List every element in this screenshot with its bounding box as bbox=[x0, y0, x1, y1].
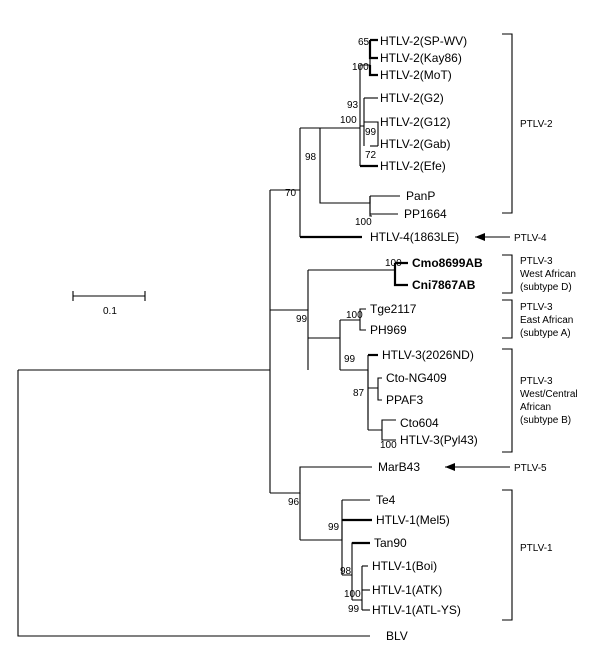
taxon-label: Tge2117 bbox=[370, 302, 417, 316]
taxon-label: Cto604 bbox=[400, 416, 439, 430]
branch-p1c bbox=[352, 566, 363, 610]
arrow-ptlv5-head bbox=[445, 463, 455, 471]
branch-root bbox=[17, 370, 370, 637]
taxon-label: HTLV-3(2026ND) bbox=[382, 348, 474, 362]
taxon-label: HTLV-1(ATK) bbox=[372, 583, 442, 597]
bootstrap-value: 100 bbox=[385, 258, 402, 269]
taxon-label: HTLV-3(Pyl43) bbox=[400, 433, 478, 447]
bootstrap-value: 100 bbox=[352, 62, 369, 73]
taxon-label: Te4 bbox=[376, 493, 396, 507]
group-label-ptlv2: PTLV-2 bbox=[520, 119, 553, 130]
branch-sp-wv bbox=[368, 38, 378, 60]
bootstrap-value: 93 bbox=[347, 100, 359, 111]
group-label-ptlv5: PTLV-5 bbox=[514, 463, 547, 474]
bootstrap-value: 72 bbox=[365, 150, 377, 161]
bootstrap-value: 98 bbox=[340, 566, 352, 577]
taxon-label: Cni7867AB bbox=[412, 278, 476, 292]
group-label-ptlv3-west: PTLV-3 West African (subtype D) bbox=[520, 256, 579, 293]
bootstrap-value: 99 bbox=[328, 522, 340, 533]
taxon-label: HTLV-4(1863LE) bbox=[370, 230, 459, 244]
bracket-ptlv3-east bbox=[502, 299, 513, 339]
taxon-label: Cto-NG409 bbox=[386, 371, 447, 385]
group-annotations: PTLV-2 PTLV-4 PTLV-3 West African (subty… bbox=[445, 33, 580, 621]
taxon-label: HTLV-2(Efe) bbox=[380, 159, 446, 173]
bootstrap-value: 65 bbox=[358, 37, 370, 48]
bracket-ptlv3-west bbox=[502, 254, 513, 294]
taxon-label: Tan90 bbox=[374, 536, 407, 550]
group-label-ptlv1: PTLV-1 bbox=[520, 543, 553, 554]
taxon-label: HTLV-2(Gab) bbox=[380, 137, 450, 151]
bootstrap-value: 98 bbox=[305, 152, 317, 163]
bootstrap-values: 65 100 93 99 72 100 98 100 70 100 100 99… bbox=[285, 37, 402, 615]
bracket-ptlv2 bbox=[502, 33, 513, 214]
taxon-label: PanP bbox=[406, 189, 435, 203]
taxon-label: HTLV-2(MoT) bbox=[380, 68, 452, 82]
bootstrap-value: 100 bbox=[346, 310, 363, 321]
taxon-label: PH969 bbox=[370, 323, 407, 337]
branch-cto-node bbox=[368, 377, 382, 401]
bootstrap-value: 100 bbox=[344, 589, 361, 600]
taxon-label: PPAF3 bbox=[386, 393, 423, 407]
taxon-label: PP1664 bbox=[404, 207, 447, 221]
taxon-label: HTLV-2(SP-WV) bbox=[380, 34, 467, 48]
taxon-label: HTLV-2(G12) bbox=[380, 115, 450, 129]
bracket-ptlv1 bbox=[502, 489, 513, 621]
branch-g12 bbox=[364, 121, 379, 146]
group-label-ptlv3-central: PTLV-3 West/Central African (subtype B) bbox=[520, 376, 580, 426]
bootstrap-value: 70 bbox=[285, 188, 297, 199]
bootstrap-value: 100 bbox=[355, 217, 372, 228]
tree-branches bbox=[17, 38, 408, 637]
branch-tge-node bbox=[340, 308, 366, 331]
bootstrap-value: 99 bbox=[348, 604, 360, 615]
branch-panp-node bbox=[369, 195, 400, 217]
taxon-label: HTLV-2(G2) bbox=[380, 91, 444, 105]
group-label-ptlv3-east: PTLV-3 East African (subtype A) bbox=[520, 302, 576, 339]
branch-mot bbox=[368, 65, 378, 77]
branch-g-node bbox=[360, 98, 365, 146]
bootstrap-value: 99 bbox=[296, 314, 308, 325]
branch-p3a-node bbox=[393, 261, 408, 287]
branch-cto604-node bbox=[368, 419, 396, 441]
taxon-labels: HTLV-2(SP-WV) HTLV-2(Kay86) HTLV-2(MoT) … bbox=[370, 34, 483, 643]
taxon-label: MarB43 bbox=[378, 460, 420, 474]
bootstrap-value: 100 bbox=[380, 440, 397, 451]
branch-node-p1 bbox=[300, 500, 343, 541]
bracket-ptlv3-central bbox=[502, 348, 513, 453]
scale-bar: 0.1 bbox=[72, 291, 146, 317]
arrow-ptlv4-head bbox=[475, 233, 485, 241]
scale-bar-label: 0.1 bbox=[103, 306, 117, 317]
taxon-label: HTLV-2(Kay86) bbox=[380, 51, 462, 65]
taxon-label: Cmo8699AB bbox=[412, 256, 483, 270]
bootstrap-value: 99 bbox=[365, 127, 377, 138]
bootstrap-value: 96 bbox=[288, 497, 300, 508]
taxon-label: HTLV-1(ATL-YS) bbox=[372, 603, 461, 617]
taxon-label: BLV bbox=[386, 629, 408, 643]
group-label-ptlv4: PTLV-4 bbox=[514, 233, 547, 244]
bootstrap-value: 87 bbox=[353, 388, 365, 399]
taxon-label: HTLV-1(Boi) bbox=[372, 559, 437, 573]
bootstrap-value: 100 bbox=[340, 115, 357, 126]
taxon-label: HTLV-1(Mel5) bbox=[376, 513, 450, 527]
bootstrap-value: 99 bbox=[344, 354, 356, 365]
branch-node-p3 bbox=[270, 270, 309, 370]
branch-p3b bbox=[308, 320, 341, 370]
branch-node-d bbox=[270, 466, 372, 494]
